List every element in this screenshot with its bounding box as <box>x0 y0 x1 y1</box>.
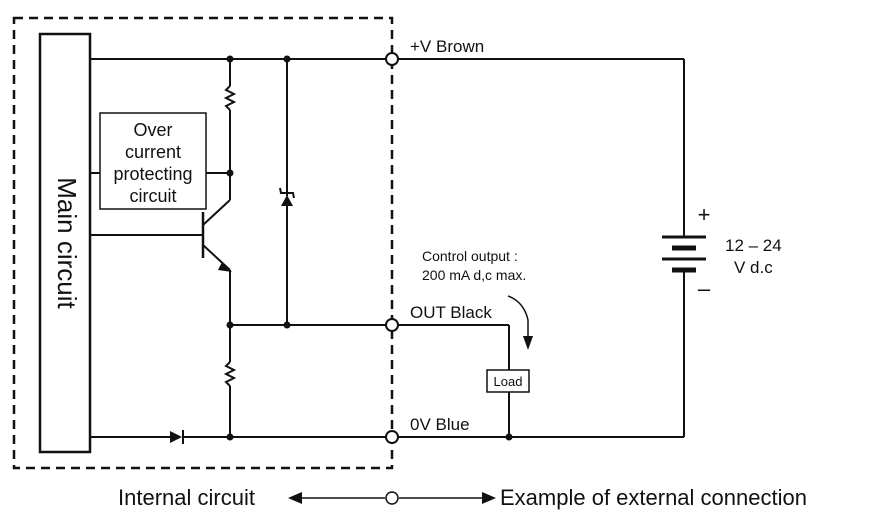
load-box <box>486 369 530 393</box>
terminal-zero-v <box>385 430 399 444</box>
main-circuit-label: Main circuit <box>52 177 82 309</box>
terminal-v-plus <box>385 52 399 66</box>
supply-voltage-unit: V d.c <box>734 258 773 277</box>
over-current-box <box>99 112 207 210</box>
battery-symbol <box>662 235 706 273</box>
legend-arrow <box>288 491 496 505</box>
label-out: OUT Black <box>410 303 492 322</box>
resistor-top <box>223 85 237 111</box>
zener-diode-symbol <box>279 187 295 206</box>
legend-internal-circuit: Internal circuit <box>118 485 255 510</box>
over-current-line-3: protecting <box>113 164 192 184</box>
transistor-symbol <box>201 199 232 272</box>
control-output-line-2: 200 mA d,c max. <box>422 267 526 283</box>
supply-minus-sign: – <box>698 276 711 301</box>
label-zero-v: 0V Blue <box>410 415 470 434</box>
over-current-line-1: Over <box>133 120 172 140</box>
supply-plus-sign: + <box>698 202 711 227</box>
terminal-out <box>385 318 399 332</box>
internal-circuit-boundary <box>12 16 394 470</box>
main-circuit-box <box>38 32 92 454</box>
junction-dots <box>226 55 513 441</box>
legend-external-connection: Example of external connection <box>500 485 807 510</box>
control-output-line-1: Control output : <box>422 248 518 264</box>
label-v-plus: +V Brown <box>410 37 484 56</box>
resistor-bottom <box>223 361 237 387</box>
load-label: Load <box>494 374 523 389</box>
diode-symbol <box>170 430 184 444</box>
supply-voltage-range: 12 – 24 <box>725 236 782 255</box>
control-output-arrow <box>507 295 533 350</box>
over-current-line-2: current <box>125 142 181 162</box>
over-current-line-4: circuit <box>129 186 176 206</box>
